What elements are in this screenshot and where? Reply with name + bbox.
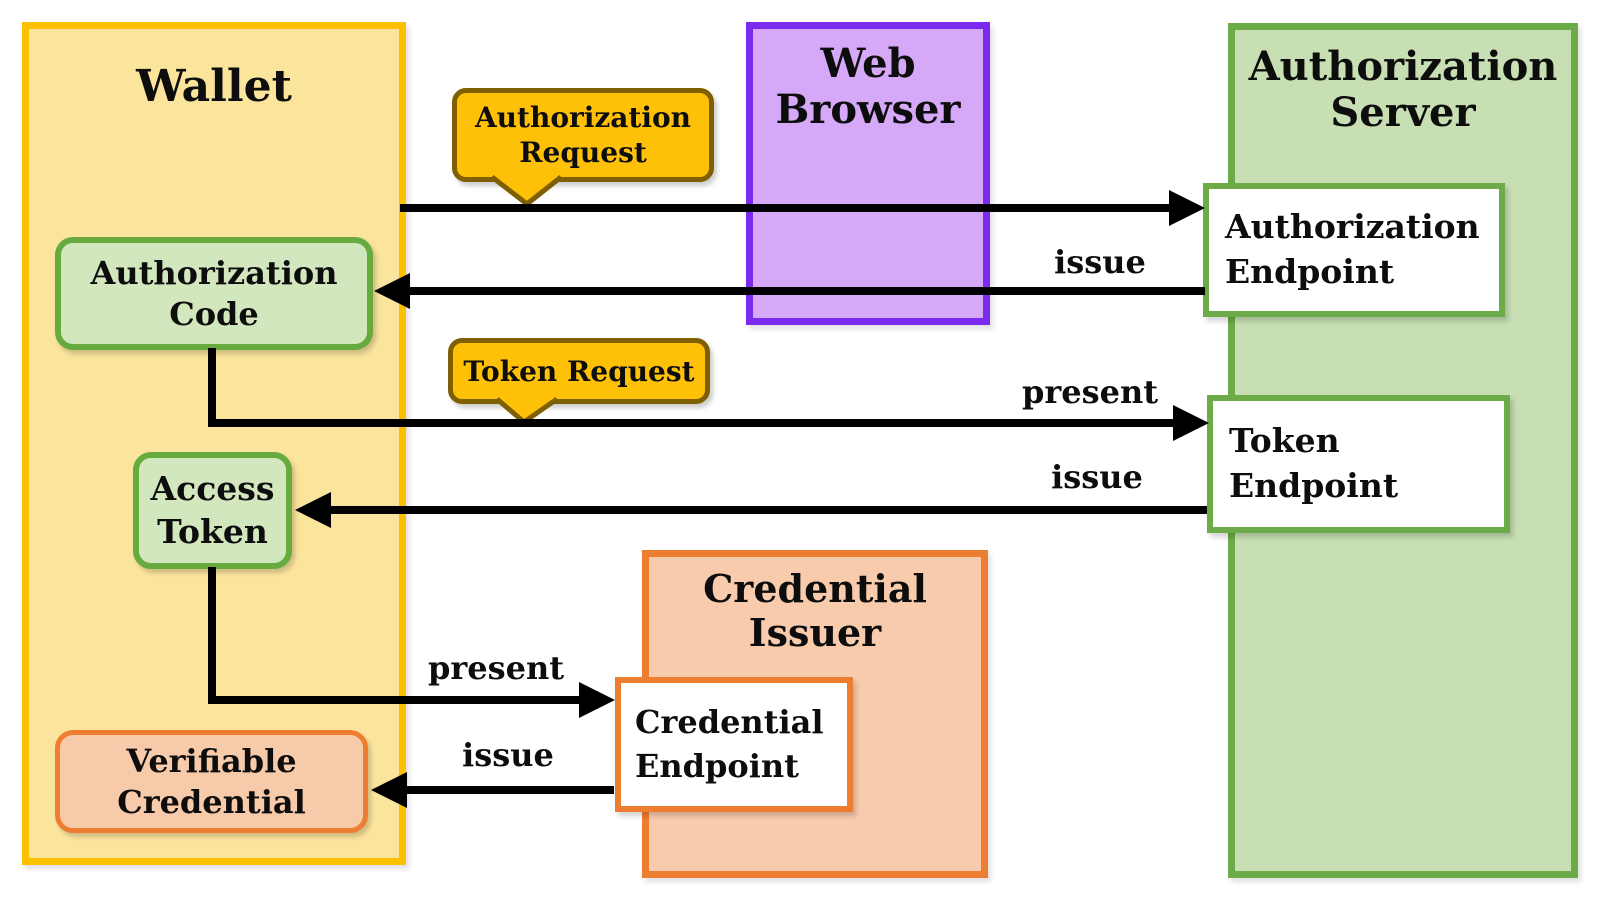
authorization-request-callout: Authorization Request — [452, 88, 714, 182]
token-endpoint-label: Token Endpoint — [1229, 421, 1399, 505]
arrow-issue-access-token — [295, 492, 1207, 528]
credential-issuer-title: Credential Issuer — [703, 566, 927, 656]
edge-label-issue-access-token: issue — [1051, 458, 1143, 496]
authorization-request-label: Authorization Request — [474, 101, 692, 169]
authorization-server-title: Authorization Server — [1248, 43, 1558, 137]
arrow-authorization-request-head — [1169, 190, 1205, 226]
authorization-endpoint-label: Authorization Endpoint — [1225, 207, 1480, 291]
edge-label-issue-authorization-code: issue — [1054, 243, 1146, 281]
web-browser-container: Web Browser — [746, 22, 990, 325]
credential-endpoint-box: Credential Endpoint — [615, 677, 853, 812]
token-request-label: Token Request — [463, 354, 695, 388]
authorization-code-label: Authorization Code — [90, 253, 338, 333]
arrow-issue-verifiable-credential — [371, 772, 614, 808]
arrow-present-credential-endpoint-head — [579, 682, 615, 718]
edge-label-present-token: present — [1021, 373, 1159, 411]
access-token-label: Access Token — [150, 469, 275, 551]
arrow-token-request-head — [1173, 405, 1209, 441]
verifiable-credential-label: Verifiable Credential — [117, 741, 306, 821]
wallet-title: Wallet — [136, 61, 292, 112]
token-request-callout: Token Request — [448, 338, 710, 404]
edge-label-issue-credential: issue — [462, 736, 554, 774]
authorization-endpoint-box: Authorization Endpoint — [1203, 183, 1505, 317]
access-token-box: Access Token — [133, 452, 292, 569]
credential-endpoint-label: Credential Endpoint — [635, 703, 824, 785]
web-browser-title: Web Browser — [775, 40, 961, 134]
edge-label-present-credential: present — [427, 649, 565, 687]
authorization-code-box: Authorization Code — [55, 237, 373, 350]
token-endpoint-box: Token Endpoint — [1207, 395, 1510, 533]
verifiable-credential-box: Verifiable Credential — [55, 730, 368, 833]
wallet-container: Wallet — [22, 22, 406, 865]
